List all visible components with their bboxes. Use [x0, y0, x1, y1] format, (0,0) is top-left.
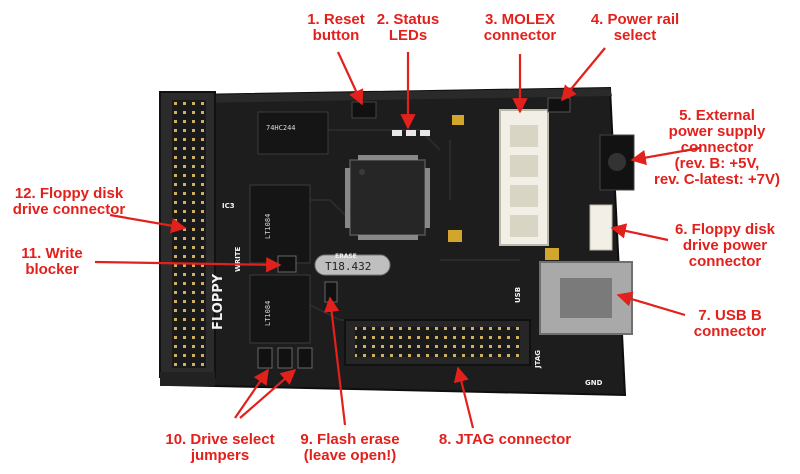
label-text: connector [688, 253, 762, 270]
usb-b-connector [539, 261, 633, 335]
arrow-reset [337, 51, 364, 106]
label-jtag-connector: 8. JTAG connector [420, 432, 590, 448]
label-text: 4. Power rail [590, 11, 680, 28]
label-text: 7. USB B [698, 307, 762, 324]
arrow-drive-select-a [234, 368, 269, 419]
floppy-power-connector [589, 204, 613, 251]
gnd-silkscreen: GND [585, 379, 603, 387]
label-text: rev. C-latest: +7V) [653, 171, 781, 188]
label-drive-select: 10. Drive select jumpers [150, 432, 290, 464]
power-rail-jumper [547, 97, 571, 113]
label-text: blocker [25, 261, 79, 278]
jtag-header [344, 319, 531, 366]
label-text: 5. External [679, 107, 755, 124]
label-text: 8. JTAG connector [438, 431, 572, 448]
molex-connector [499, 109, 549, 246]
label-text: 6. Floppy disk [674, 221, 776, 238]
label-text: connector [693, 323, 767, 340]
label-reset-button: 1. Reset button [286, 12, 386, 44]
label-text: 3. MOLEX [484, 11, 555, 28]
jtag-silkscreen: JTAG [534, 350, 542, 369]
label-text: button [312, 27, 360, 44]
label-text: 2. Status [376, 11, 440, 28]
label-text: 12. Floppy disk [14, 185, 124, 202]
status-leds [392, 130, 430, 136]
label-text: jumpers [190, 447, 250, 464]
write-silkscreen: WRITE [234, 247, 242, 272]
label-text: connector [483, 27, 557, 44]
reset-button [351, 101, 377, 119]
label-text: 1. Reset [307, 11, 365, 28]
label-text: (leave open!) [303, 447, 397, 464]
ic-middle-label: LT1084 [264, 214, 272, 239]
label-molex-connector: 3. MOLEX connector [470, 12, 570, 44]
label-flash-erase: 9. Flash erase (leave open!) [290, 432, 410, 464]
erase-silkscreen: ERASE [335, 253, 357, 260]
board-name-silkscreen: FLOPPY [211, 273, 226, 330]
label-floppy-power: 6. Floppy disk drive power connector [660, 222, 790, 270]
label-text: 10. Drive select [165, 431, 275, 448]
label-external-power: 5. External power supply connector (rev.… [642, 108, 792, 188]
label-text: select [613, 27, 657, 44]
arrow-power-rail [561, 47, 606, 102]
label-text: LEDs [388, 27, 428, 44]
arrow-jtag [453, 366, 475, 429]
usb-silkscreen: USB [514, 287, 522, 303]
label-text: drive connector [12, 201, 126, 218]
ic-bottom-label: LT1084 [264, 301, 272, 326]
dc-power-jack [599, 134, 635, 191]
microcontroller [345, 155, 430, 240]
label-floppy-connector: 12. Floppy disk drive connector [4, 186, 134, 218]
crystal-label: T18.432 [325, 260, 371, 273]
ic3-silkscreen: IC3 [222, 202, 235, 210]
label-text: 9. Flash erase [300, 431, 400, 448]
label-power-rail-select: 4. Power rail select [575, 12, 695, 44]
arrow-ext-power [630, 146, 701, 166]
label-status-leds: 2. Status LEDs [363, 12, 453, 44]
crystal: T18.432 [314, 254, 391, 276]
ic-bottom: LT1084 [249, 274, 311, 344]
write-blocker-jumper [277, 255, 297, 273]
label-write-blocker: 11. Write blocker [6, 246, 98, 278]
arrow-floppy-conn [109, 213, 187, 234]
arrow-floppy-power [610, 223, 669, 242]
floppy-idc-connector [159, 91, 216, 386]
label-usb-connector: 7. USB B connector [680, 308, 780, 340]
label-text: (rev. B: +5V, [674, 155, 760, 172]
ic-middle: LT1084 [249, 184, 311, 264]
arrow-flash-erase [323, 296, 347, 426]
label-text: connector [680, 139, 754, 156]
label-text: power supply [668, 123, 766, 140]
arrow-write-blocker [94, 257, 282, 273]
ic-top: 74HC244 [257, 111, 329, 155]
drive-select-jumpers [257, 347, 313, 369]
arrow-drive-select-b [239, 368, 297, 419]
label-text: drive power [682, 237, 768, 254]
ic-top-label: 74HC244 [266, 124, 296, 132]
arrow-usb [616, 291, 686, 317]
label-text: 11. Write [21, 245, 83, 262]
